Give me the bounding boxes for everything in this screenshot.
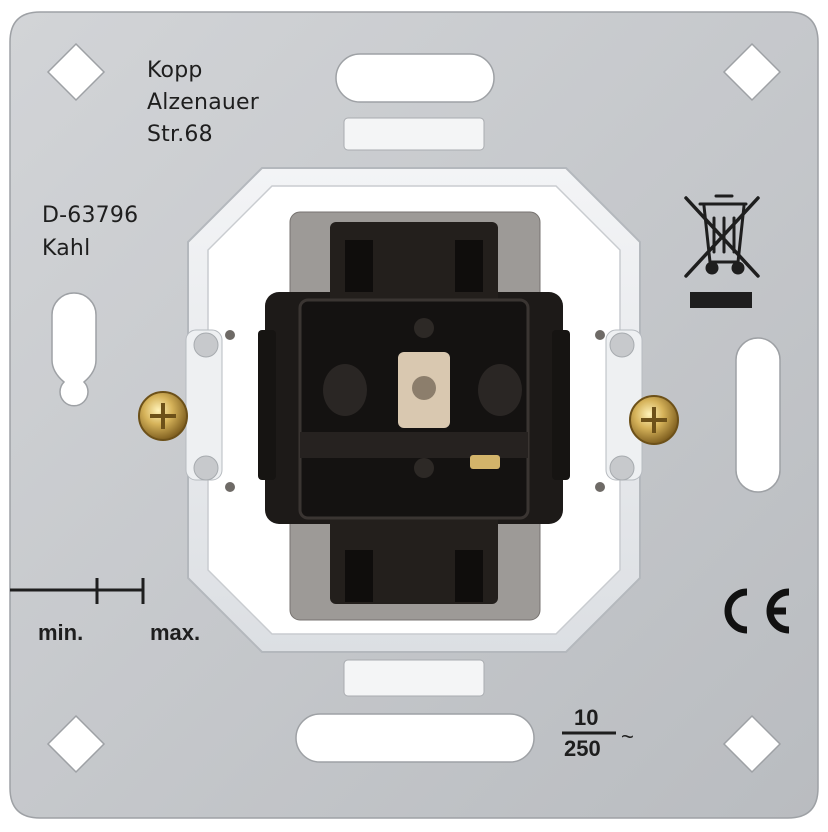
- rivet: [225, 330, 235, 340]
- frame-notch-right-bottom: [609, 455, 635, 481]
- frame-notch-right-top: [609, 332, 635, 358]
- mechanism-side-right: [552, 330, 570, 480]
- mechanism-tab-bottom-right: [455, 550, 483, 602]
- strip-length-gauge: [10, 578, 145, 604]
- weee-underbar: [690, 292, 752, 308]
- mechanism-side-left: [258, 330, 276, 480]
- mechanism-tab-bottom-left: [345, 550, 373, 602]
- rating-ac-symbol: ~: [621, 724, 634, 749]
- rating-current: 10: [574, 705, 599, 730]
- switch-mechanism: [258, 222, 570, 604]
- manufacturer-postcode: D-63796: [42, 203, 139, 228]
- rivet: [595, 482, 605, 492]
- manufacturer-name: Kopp: [147, 58, 203, 83]
- rating-voltage: 250: [564, 736, 601, 761]
- mechanism-tab-top-left: [345, 240, 373, 292]
- contact-strip-brass: [470, 455, 500, 469]
- crossed-out-wheelie-bin-icon: [684, 194, 760, 278]
- mechanism-pivot-top: [414, 318, 434, 338]
- gauge-min-label: min.: [38, 620, 84, 645]
- plunger-hole: [412, 376, 436, 400]
- rivet: [595, 330, 605, 340]
- gauge-max-label: max.: [150, 620, 201, 645]
- rivet: [225, 482, 235, 492]
- terminal-screw-right: [629, 395, 679, 445]
- frame-notch-left-top: [193, 332, 219, 358]
- plate-slot-bottom: [343, 659, 485, 697]
- mechanism-tab-top-right: [455, 240, 483, 292]
- manufacturer-street-number: Str.68: [147, 122, 213, 147]
- manufacturer-street: Alzenauer: [147, 90, 259, 115]
- frame-notch-left-bottom: [193, 455, 219, 481]
- manufacturer-city: Kahl: [42, 236, 91, 261]
- plate-slot-top: [343, 117, 485, 151]
- mechanism-crossbar: [300, 432, 528, 458]
- terminal-screw-left: [138, 391, 188, 441]
- contact-left: [323, 364, 367, 416]
- mechanism-pivot-bottom: [414, 458, 434, 478]
- ce-mark-icon: [724, 588, 790, 634]
- contact-right: [478, 364, 522, 416]
